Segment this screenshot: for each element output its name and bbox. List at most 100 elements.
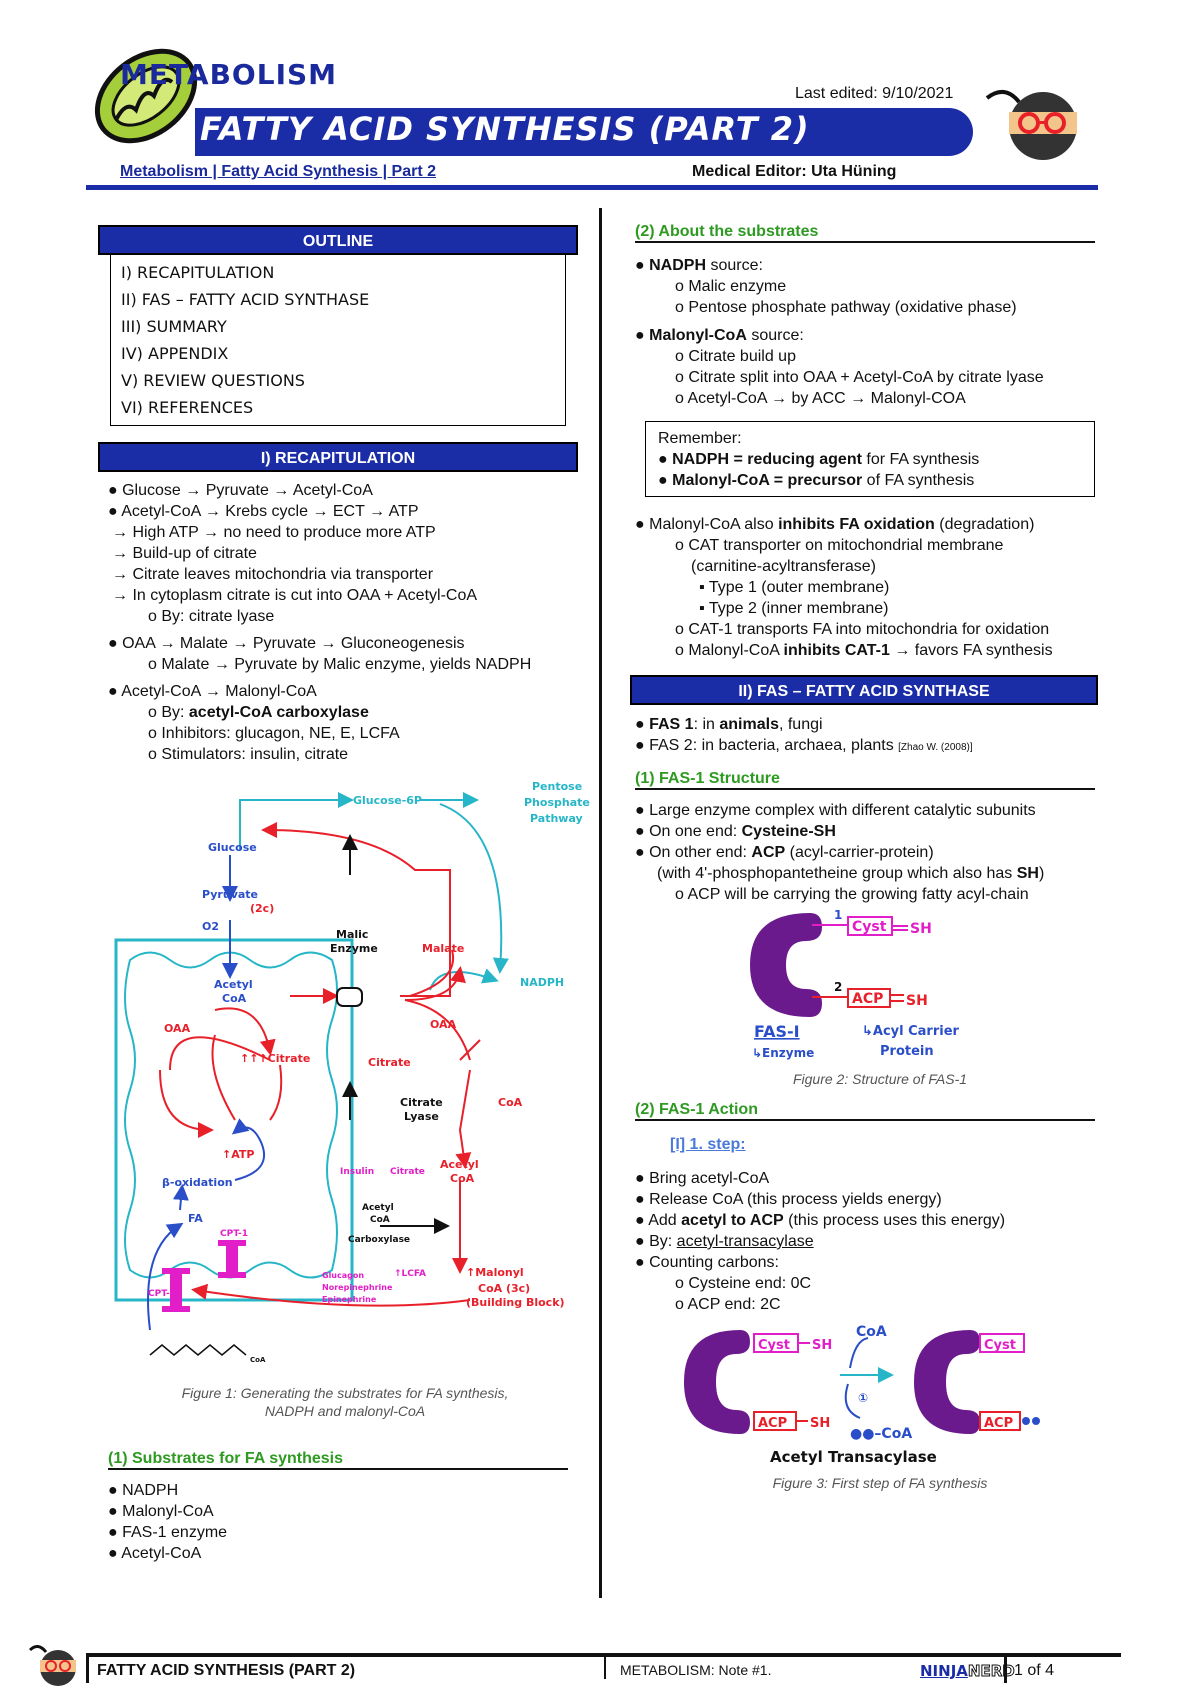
recap-line: ● Acetyl-CoA → Krebs cycle → ECT → ATP <box>108 503 419 520</box>
list-item: o Acetyl-CoA → by ACC → Malonyl-COA <box>675 390 966 407</box>
list-item: o CAT-1 transports FA into mitochondria … <box>675 621 1050 638</box>
fig2-fas1-label: FAS-I <box>754 1022 800 1041</box>
label-glucose: Glucose <box>208 841 257 854</box>
label-glucagon: Epinephrine <box>322 1295 377 1304</box>
list-item: ● Malonyl-CoA also inhibits FA oxidation… <box>635 516 1035 533</box>
outline-item[interactable]: I) RECAPITULATION <box>121 263 275 282</box>
label-citrate-inner: ↑↑↑Citrate <box>240 1052 310 1065</box>
fig2-carrier-label: ↳Acyl Carrier <box>862 1024 960 1039</box>
label-malonyl-coa: (Building Block) <box>466 1296 565 1309</box>
label-ppp: Pathway <box>530 812 583 825</box>
label-acetyl-coa-out: Acetyl <box>440 1158 479 1171</box>
label-fa-coa: CoA <box>250 1356 266 1364</box>
fig2-number: 2 <box>834 980 842 994</box>
list-item: ● On other end: ACP (acyl-carrier-protei… <box>635 844 934 861</box>
fig3-sh: SH <box>812 1338 832 1353</box>
list-item: o Pentose phosphate pathway (oxidative p… <box>675 299 1017 316</box>
list-item: ● On one end: Cysteine-SH <box>635 823 836 840</box>
footer-tick <box>1004 1657 1007 1683</box>
step-heading: [I] 1. step: <box>670 1136 746 1153</box>
figure-2-caption: Figure 2: Structure of FAS-1 <box>792 1071 968 1087</box>
fig3-acp: ACP <box>758 1416 787 1431</box>
list-item: ● FAS 2: in bacteria, archaea, plants [Z… <box>635 737 973 754</box>
fig2-sh: SH <box>906 993 928 1009</box>
label-2c: (2c) <box>250 902 274 915</box>
recap-line: o By: acetyl-CoA carboxylase <box>148 704 369 721</box>
recap-line: ● Glucose → Pyruvate → Acetyl-CoA <box>108 482 373 499</box>
label-glucagon: Glucagon <box>322 1271 364 1280</box>
remember-line: ● Malonyl-CoA = precursor of FA synthesi… <box>658 472 975 489</box>
last-edited: Last edited: 9/10/2021 <box>795 85 954 102</box>
fig3-acetyl-coa: ●●–CoA <box>850 1426 912 1442</box>
label-acetyl-coa-out: CoA <box>450 1172 475 1185</box>
list-item: ● FAS 1: in animals, fungi <box>635 716 823 733</box>
page-number: 1 of 4 <box>1014 1662 1055 1679</box>
recap-line: → High ATP → no need to produce more ATP <box>112 524 436 541</box>
figure-3-diagram: Cyst SH ACP SH CoA ① ●●–CoA Cyst ACP Ace… <box>680 1320 1080 1470</box>
label-acc: Acetyl <box>362 1203 394 1213</box>
footer-note: METABOLISM: Note #1. <box>620 1662 772 1678</box>
list-item: ● NADPH <box>108 1482 179 1499</box>
fig3-enzyme-name: Acetyl Transacylase <box>770 1448 937 1466</box>
list-item: ● Bring acetyl-CoA <box>635 1170 770 1187</box>
list-item: o CAT transporter on mitochondrial membr… <box>675 537 1004 554</box>
list-item: o Citrate split into OAA + Acetyl-CoA by… <box>675 369 1044 386</box>
list-item: ● By: acetyl-transacylase <box>635 1233 814 1250</box>
list-item: ● Large enzyme complex with different ca… <box>635 802 1036 819</box>
fig2-protein-label: Protein <box>880 1044 934 1059</box>
list-item: (carnitine-acyltransferase) <box>691 558 876 575</box>
breadcrumb[interactable]: Metabolism | Fatty Acid Synthesis | Part… <box>120 163 436 180</box>
label-nadph: NADPH <box>520 976 564 989</box>
footer-title: FATTY ACID SYNTHESIS (PART 2) <box>97 1662 356 1679</box>
header-divider <box>86 185 1098 190</box>
fas1-action-heading: (2) FAS-1 Action <box>635 1101 1095 1121</box>
subject-title: METABOLISM <box>120 58 338 91</box>
figure-1-diagram: Glucose-6P Pentose Phosphate Pathway Glu… <box>110 770 590 1370</box>
label-oaa-inner: OAA <box>164 1022 191 1035</box>
list-item: o Malonyl-CoA inhibits CAT-1 → favors FA… <box>675 642 1053 659</box>
outline-item[interactable]: IV) APPENDIX <box>121 344 229 363</box>
fig3-coa-released: CoA <box>856 1324 887 1340</box>
fig2-number: 1 <box>834 908 842 922</box>
fig2-sh: SH <box>910 921 932 937</box>
remember-line: ● NADPH = reducing agent for FA synthesi… <box>658 451 980 468</box>
recap-line: ● Acetyl-CoA → Malonyl-CoA <box>108 683 317 700</box>
recap-line: o Inhibitors: glucagon, NE, E, LCFA <box>148 725 400 742</box>
mitochondria-logo <box>86 42 206 150</box>
figure-3-caption: Figure 3: First step of FA synthesis <box>772 1475 988 1491</box>
list-item: o ACP will be carrying the growing fatty… <box>675 886 1029 903</box>
outline-item[interactable]: V) REVIEW QUESTIONS <box>121 371 305 390</box>
fig3-sh: SH <box>810 1416 830 1431</box>
recap-line: ● OAA → Malate → Pyruvate → Gluconeogene… <box>108 635 465 652</box>
title-bar <box>195 108 973 156</box>
list-item: ● Add acetyl to ACP (this process uses t… <box>635 1212 1006 1229</box>
outline-header: OUTLINE <box>98 225 578 255</box>
fas-header: II) FAS – FATTY ACID SYNTHASE <box>630 675 1098 705</box>
inhibition-content: ● Malonyl-CoA also inhibits FA oxidation… <box>635 514 1053 661</box>
outline-item[interactable]: VI) REFERENCES <box>121 398 254 417</box>
label-acc: Carboxylase <box>348 1235 410 1245</box>
fig3-acp: ACP <box>984 1416 1013 1431</box>
outline-item[interactable]: II) FAS – FATTY ACID SYNTHASE <box>121 290 370 309</box>
outline-item[interactable]: III) SUMMARY <box>121 317 227 336</box>
fig3-cyst: Cyst <box>758 1338 790 1353</box>
list-item: ● Counting carbons: <box>635 1254 779 1271</box>
label-cpt: CPT-1 <box>148 1289 176 1299</box>
label-fa: FA <box>188 1212 203 1225</box>
recap-line: → Build-up of citrate <box>112 545 257 562</box>
recap-line: o By: citrate lyase <box>148 608 275 625</box>
outline-list: I) RECAPITULATION II) FAS – FATTY ACID S… <box>110 254 566 426</box>
label-malic-enzyme: Malic <box>336 928 368 941</box>
label-citrate-lyase: Lyase <box>404 1110 439 1123</box>
label-o2: O2 <box>202 920 219 933</box>
label-ppp: Phosphate <box>524 796 590 809</box>
substrates-list: ● NADPH ● Malonyl-CoA ● FAS-1 enzyme ● A… <box>108 1480 227 1564</box>
about-substrates-content: ● NADPH source: o Malic enzyme o Pentose… <box>635 255 1044 409</box>
substrates-heading: (1) Substrates for FA synthesis <box>108 1450 568 1470</box>
fig2-acp: ACP <box>852 991 883 1007</box>
label-acc: CoA <box>370 1215 390 1225</box>
label-ppp: Pentose <box>532 780 582 793</box>
about-substrates-heading: (2) About the substrates <box>635 223 1095 243</box>
footer-divider <box>86 1653 1121 1657</box>
fas1-structure-content: ● Large enzyme complex with different ca… <box>635 800 1044 905</box>
